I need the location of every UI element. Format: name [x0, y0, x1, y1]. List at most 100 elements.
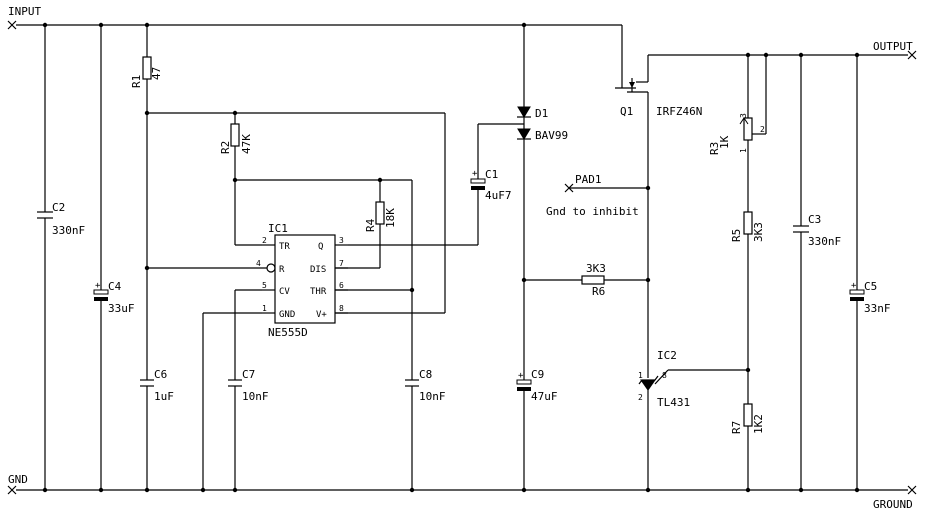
input-port: INPUT: [7, 5, 41, 30]
ic1-pin-1-number: 1: [262, 304, 267, 313]
ic1-value: NE555D: [268, 326, 308, 339]
r3-pin-1-number: 1: [739, 148, 748, 153]
ic1-pin-thr-label: THR: [310, 287, 327, 297]
d1-value: BAV99: [535, 129, 568, 142]
ic2-value: TL431: [657, 396, 690, 409]
c9-value: 47uF: [531, 390, 558, 403]
pad1-note: Gnd to inhibit: [546, 205, 639, 218]
q-output-wire: [348, 190, 479, 246]
ic1-gnd-wire: [202, 312, 262, 490]
c5-value: 33nF: [864, 302, 891, 315]
resistor-r1: R1 47: [130, 25, 163, 113]
c7-value: 10nF: [242, 390, 269, 403]
r6-ref: R6: [592, 285, 605, 298]
r4-value: 18K: [384, 208, 397, 228]
ground-port-label: GROUND: [873, 498, 913, 511]
pad1: PAD1 Gnd to inhibit: [546, 173, 648, 218]
input-port-label: INPUT: [8, 5, 41, 18]
resistor-r6: 3K3 R6: [524, 262, 648, 298]
ic1-pin-4-number: 4: [256, 259, 261, 268]
c1-ref: C1: [485, 168, 498, 181]
c3-ref: C3: [808, 213, 821, 226]
r1-value: 47: [150, 67, 163, 80]
capacitor-c1: + C1 4uF7: [470, 123, 524, 202]
vcc-bus: [146, 112, 446, 380]
ic1-pin-r-label: R: [279, 265, 285, 275]
c4-value: 33uF: [108, 302, 135, 315]
timing-node-wire: [235, 179, 413, 380]
c1-value: 4uF7: [485, 189, 512, 202]
svg-text:+: +: [472, 169, 478, 179]
ic1-pin-tr-label: TR: [279, 242, 290, 252]
r7-ref: R7: [730, 421, 743, 434]
ic1-body: [274, 234, 336, 324]
ic-tl431: IC2 TL431 1 2 8: [638, 349, 748, 490]
c7-ref: C7: [242, 368, 255, 381]
capacitor-c5: + C5 33nF: [849, 55, 891, 490]
ic1-pin-vplus-label: V+: [316, 310, 327, 320]
mosfet-q1: Q1 IRFZ46N: [615, 55, 702, 378]
svg-text:+: +: [95, 281, 101, 291]
ic-ne555: IC1 NE555D TR R CV GND Q DIS THR V+ 2 4 …: [250, 222, 348, 339]
output-port-label: OUTPUT: [873, 40, 913, 53]
r5-ref: R5: [730, 229, 743, 242]
r2-value: 47K: [240, 134, 253, 154]
q1-ref: Q1: [620, 105, 633, 118]
resistor-r2: R2 47K: [219, 113, 262, 246]
ic2-pin-2-number: 2: [638, 393, 643, 402]
q1-value: IRFZ46N: [656, 105, 702, 118]
input-rail: [16, 24, 623, 78]
svg-text:+: +: [851, 281, 857, 291]
c4-ref: C4: [108, 280, 122, 293]
capacitor-c6: C6 1uF: [140, 368, 174, 490]
ic1-pin-5-number: 5: [262, 281, 267, 290]
capacitor-c4: + C4 33uF: [93, 25, 135, 490]
ic1-pin-8-number: 8: [339, 304, 344, 313]
gnd-port: GND: [7, 473, 28, 495]
c2-value: 330nF: [52, 224, 85, 237]
capacitor-c3: C3 330nF: [793, 55, 841, 490]
ic1-pin-q-label: Q: [318, 242, 323, 252]
c6-ref: C6: [154, 368, 167, 381]
pad1-name: PAD1: [575, 173, 602, 186]
ic1-pin-7-number: 7: [339, 259, 344, 268]
c8-value: 10nF: [419, 390, 446, 403]
r3-value: 1K: [718, 135, 731, 149]
ic1-pin-2-number: 2: [262, 236, 267, 245]
trimmer-r3: R3 1K 1 2 3: [708, 55, 767, 212]
c3-value: 330nF: [808, 235, 841, 248]
r3-pin-3-number: 3: [739, 113, 748, 118]
c2-ref: C2: [52, 201, 65, 214]
ic2-pin-1-number: 1: [638, 371, 643, 380]
resistor-r5: R5 3K3: [730, 211, 765, 404]
ic1-pin-gnd-label: GND: [279, 310, 295, 320]
c6-value: 1uF: [154, 390, 174, 403]
ic1-pin-dis-label: DIS: [310, 265, 326, 275]
r7-value: 1K2: [752, 414, 765, 434]
d1-ref: D1: [535, 107, 548, 120]
c9-ref: C9: [531, 368, 544, 381]
resistor-r7: R7 1K2: [730, 403, 765, 490]
junction-dots: [42, 22, 860, 493]
capacitor-c8: C8 10nF: [405, 368, 446, 490]
capacitor-c7: C7 10nF: [228, 289, 269, 490]
ic1-ref: IC1: [268, 222, 288, 235]
diode-d1: D1 BAV99: [517, 25, 568, 380]
resistor-r4: R4 18K: [335, 180, 397, 269]
r6-value: 3K3: [586, 262, 606, 275]
r2-ref: R2: [219, 141, 232, 154]
output-port: OUTPUT: [873, 40, 917, 60]
c5-ref: C5: [864, 280, 877, 293]
capacitor-c2: C2 330nF: [37, 25, 85, 490]
capacitor-c9: + C9 47uF: [516, 368, 558, 490]
ground-port: GROUND: [873, 485, 917, 511]
ic1-pin-3-number: 3: [339, 236, 344, 245]
c8-ref: C8: [419, 368, 432, 381]
r4-ref: R4: [364, 218, 377, 232]
r5-value: 3K3: [752, 222, 765, 242]
ic1-pin-cv-label: CV: [279, 287, 290, 297]
ic2-pin-8-number: 8: [662, 371, 667, 380]
r1-ref: R1: [130, 75, 143, 88]
ic2-ref: IC2: [657, 349, 677, 362]
